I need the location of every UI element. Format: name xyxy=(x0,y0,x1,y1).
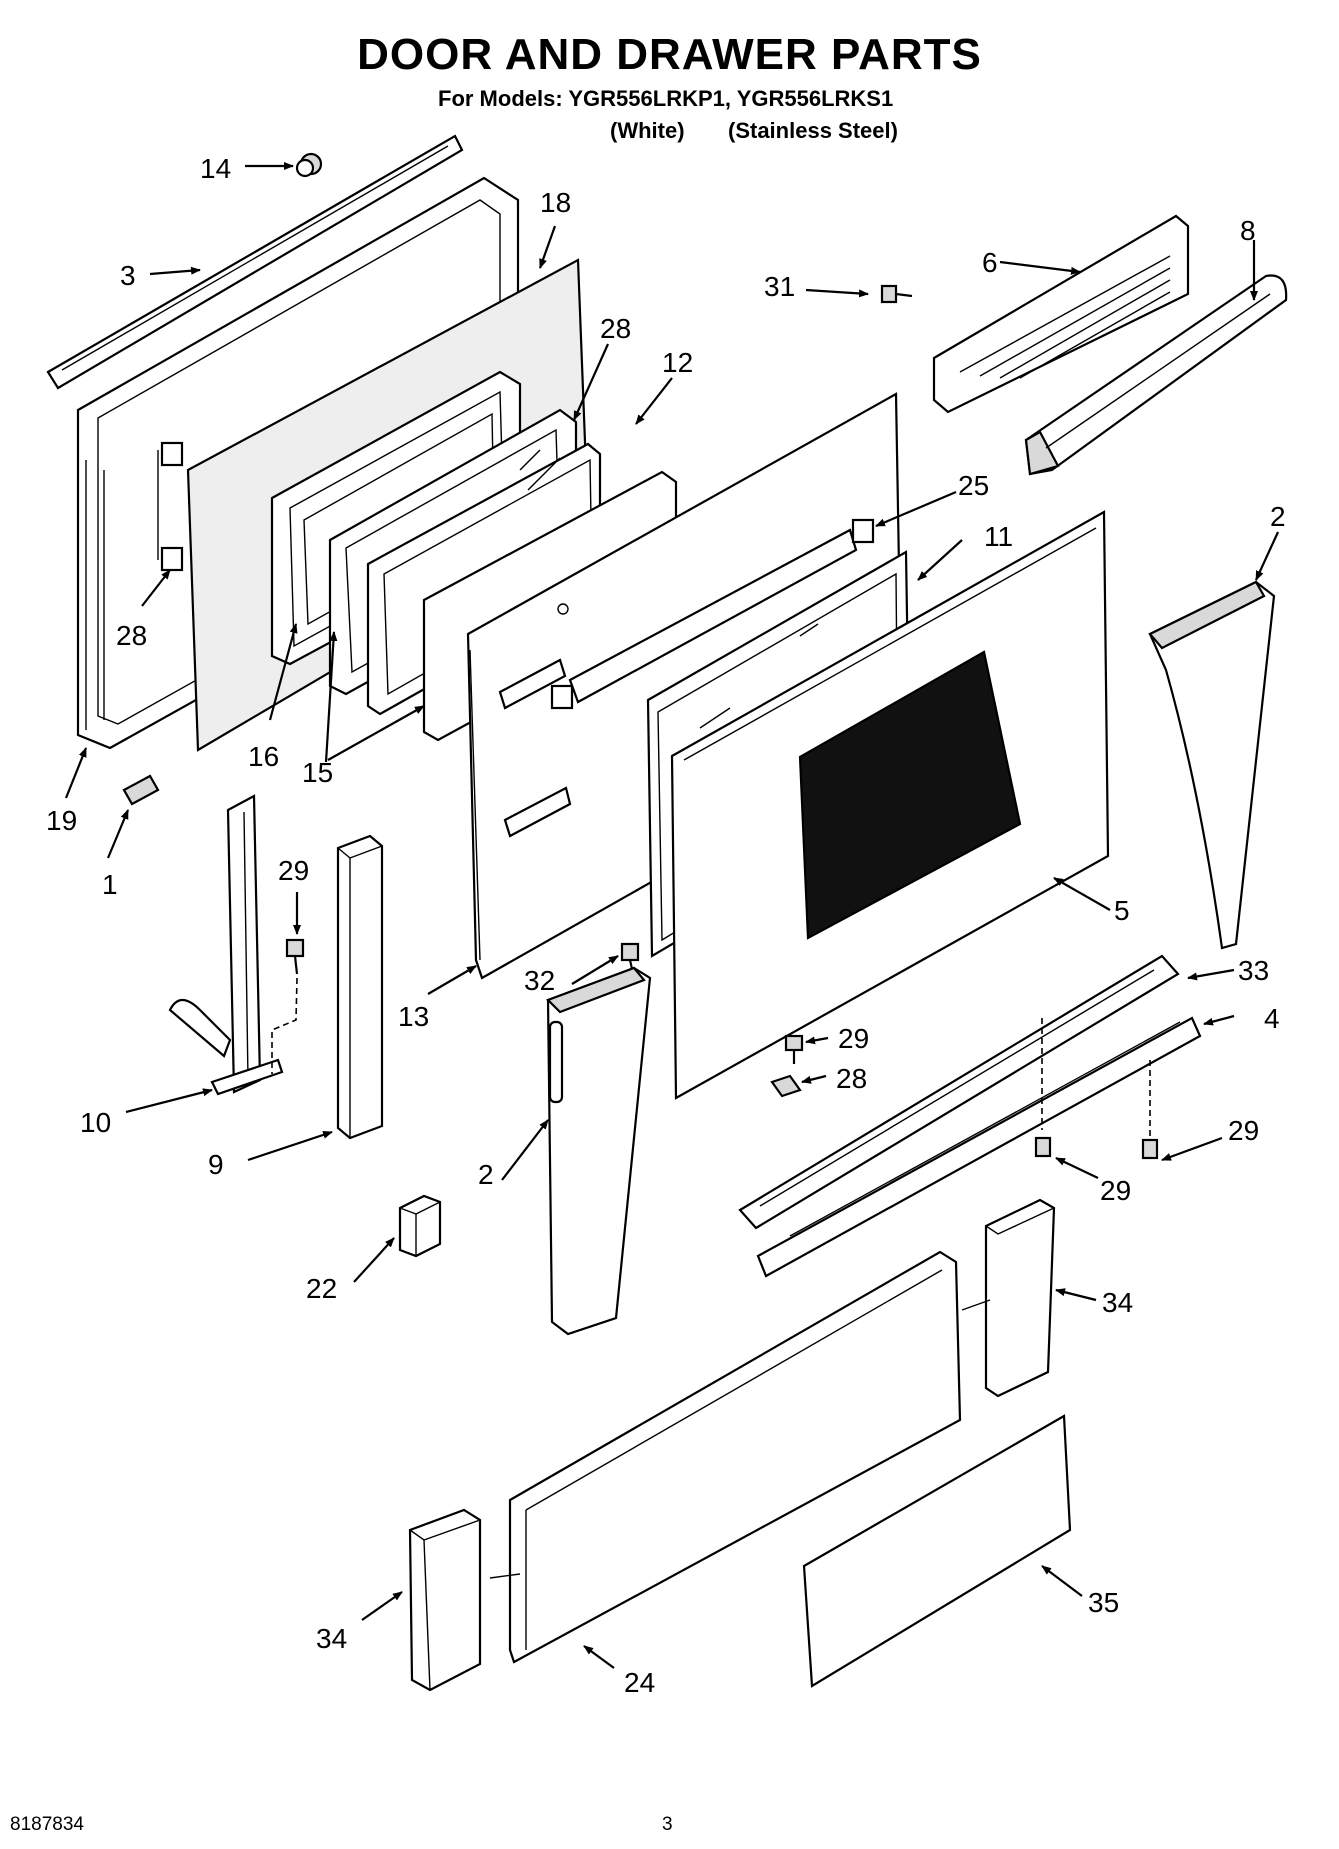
callout-24: 24 xyxy=(624,1667,655,1698)
part-34-end-cap-right xyxy=(984,1198,1056,1398)
callout-2-right: 2 xyxy=(1270,501,1286,532)
callout-29-right-b: 29 xyxy=(1100,1175,1131,1206)
callout-4: 4 xyxy=(1264,1003,1280,1034)
callout-10: 10 xyxy=(80,1107,111,1138)
part-29-screw-center xyxy=(784,1034,804,1064)
part-29-screw-left xyxy=(271,938,305,1074)
callout-28-left: 28 xyxy=(116,620,147,651)
callout-34-left: 34 xyxy=(316,1623,347,1654)
callout-12: 12 xyxy=(662,347,693,378)
callout-8: 8 xyxy=(1240,215,1256,246)
page-number: 3 xyxy=(662,1814,673,1835)
part-33-drawer-rail xyxy=(738,954,1180,1230)
callout-28-top: 28 xyxy=(600,313,631,344)
part-31-screw xyxy=(880,284,913,304)
part-2-side-trim-center xyxy=(546,966,652,1336)
part-14-bumper xyxy=(295,152,323,178)
callout-9: 9 xyxy=(208,1149,224,1180)
part-25-bracket xyxy=(550,518,875,710)
callout-29-center: 29 xyxy=(838,1023,869,1054)
callout-29-right-a: 29 xyxy=(1228,1115,1259,1146)
callout-6: 6 xyxy=(982,247,998,278)
callout-3: 3 xyxy=(120,260,136,291)
variant-stainless: (Stainless Steel) xyxy=(728,118,898,143)
part-22-block xyxy=(398,1194,442,1258)
part-10-side-support xyxy=(168,794,284,1096)
callout-14: 14 xyxy=(200,153,231,184)
callout-34-right: 34 xyxy=(1102,1287,1133,1318)
callout-11: 11 xyxy=(984,521,1013,552)
callout-29-left: 29 xyxy=(278,855,309,886)
page-title: DOOR AND DRAWER PARTS xyxy=(357,30,982,79)
callout-18: 18 xyxy=(540,187,571,218)
callout-35: 35 xyxy=(1088,1587,1119,1618)
variant-white: (White) xyxy=(610,118,685,143)
part-3-top-trim xyxy=(46,134,464,390)
part-28-bracket-left xyxy=(157,441,184,572)
part-29-screw-right-a xyxy=(1034,1018,1052,1158)
part-1-clip xyxy=(122,774,160,806)
part-34-end-cap-left xyxy=(408,1508,482,1692)
callout-22: 22 xyxy=(306,1273,337,1304)
part-35-drawer-panel xyxy=(802,1414,1072,1688)
part-8-door-handle xyxy=(1024,274,1288,476)
models-line: For Models: YGR556LRKP1, YGR556LRKS1 xyxy=(438,86,894,111)
part-9-spacer xyxy=(336,834,384,1140)
callout-1: 1 xyxy=(102,869,118,900)
part-4-drawer-rail xyxy=(756,1016,1202,1278)
callout-32: 32 xyxy=(524,965,555,996)
part-5-outer-door-glass xyxy=(670,510,1110,1100)
callout-13: 13 xyxy=(398,1001,429,1032)
callout-28-center: 28 xyxy=(836,1063,867,1094)
part-2-side-trim-right xyxy=(1148,580,1276,950)
callout-19: 19 xyxy=(46,805,77,836)
callout-33: 33 xyxy=(1238,955,1269,986)
callout-2-center: 2 xyxy=(478,1159,494,1190)
callout-15: 15 xyxy=(302,757,333,788)
part-6-vent xyxy=(932,214,1190,414)
callout-labels: 14 3 18 28 12 6 8 31 25 11 2 28 16 15 19… xyxy=(46,153,1286,1698)
callout-16: 16 xyxy=(248,741,279,772)
callout-leaders xyxy=(64,162,1279,1669)
callout-25: 25 xyxy=(958,470,989,501)
document-number: 8187834 xyxy=(10,1814,84,1835)
part-29-screw-right-b xyxy=(1141,1060,1159,1160)
callout-31: 31 xyxy=(764,271,795,302)
part-24-drawer-front xyxy=(489,1250,991,1664)
callout-5: 5 xyxy=(1114,895,1130,926)
part-28-clip-center xyxy=(770,1074,802,1098)
